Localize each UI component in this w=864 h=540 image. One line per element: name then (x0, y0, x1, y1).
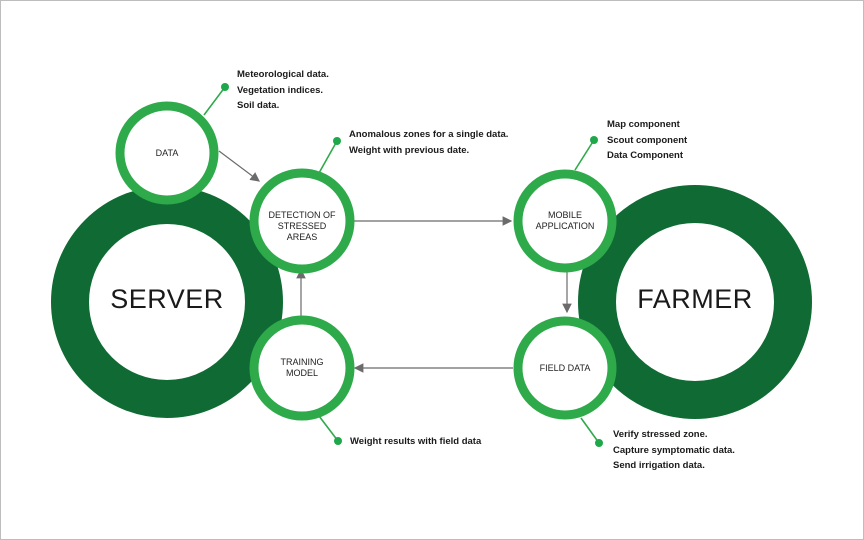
callout-dot-mobile (590, 136, 598, 144)
callout-line-training (318, 415, 339, 442)
callout-line-data (203, 86, 226, 116)
callout-dot-field (595, 439, 603, 447)
field-callout-line-2: Capture symptomatic data. (613, 444, 735, 456)
field-callout-line-1: Verify stressed zone. (613, 429, 708, 440)
mobile-callout-line-1: Map component (607, 119, 680, 130)
field-callout-line-3: Send irrigation data. (613, 460, 705, 471)
callout-dot-training (334, 437, 342, 445)
mobile-callout-line-3: Data Component (607, 150, 683, 161)
data-callout-line-3: Soil data. (237, 100, 280, 111)
field-callout: Verify stressed zone. Capture symptomati… (613, 427, 735, 474)
field-ring (513, 316, 617, 420)
server-label: SERVER (110, 284, 224, 314)
mobile-ring (513, 169, 617, 273)
farmer-ring (578, 185, 812, 419)
detection-callout: Anomalous zones for a single data. Weigh… (349, 127, 508, 158)
callout-line-mobile (574, 139, 595, 171)
detection-ring (249, 168, 355, 274)
detection-node-label: DETECTION OF STRESSED AREAS (268, 210, 336, 242)
callout-line-field (580, 417, 600, 444)
data-callout: Meteorological data. Vegetation indices.… (237, 67, 329, 114)
server-ring (51, 186, 283, 418)
data-callout-line-1: Meteorological data. (237, 69, 329, 80)
detection-callout-line-2: Weight with previous date. (349, 144, 470, 156)
detection-callout-line-1: Anomalous zones for a single data. (349, 129, 509, 140)
callout-line-detection (318, 140, 338, 174)
mobile-callout-line-2: Scout component (607, 134, 688, 146)
farmer-label: FARMER (637, 284, 753, 314)
callout-dot-data (221, 83, 229, 91)
mobile-node-label: MOBILE APPLICATION (535, 210, 595, 231)
data-node-label: DATA (155, 148, 179, 158)
training-callout: Weight results with field data (350, 434, 481, 450)
data-callout-line-2: Vegetation indices. (237, 84, 324, 96)
data-ring (115, 101, 219, 205)
training-callout-line-1: Weight results with field data (350, 436, 482, 447)
arrow-data-to-detection (218, 150, 260, 182)
training-node-label: TRAINING MODEL (280, 357, 324, 378)
field-node-label: FIELD DATA (539, 363, 591, 373)
mobile-callout: Map component Scout component Data Compo… (607, 117, 687, 164)
callout-dot-detection (333, 137, 341, 145)
training-ring (249, 315, 355, 421)
